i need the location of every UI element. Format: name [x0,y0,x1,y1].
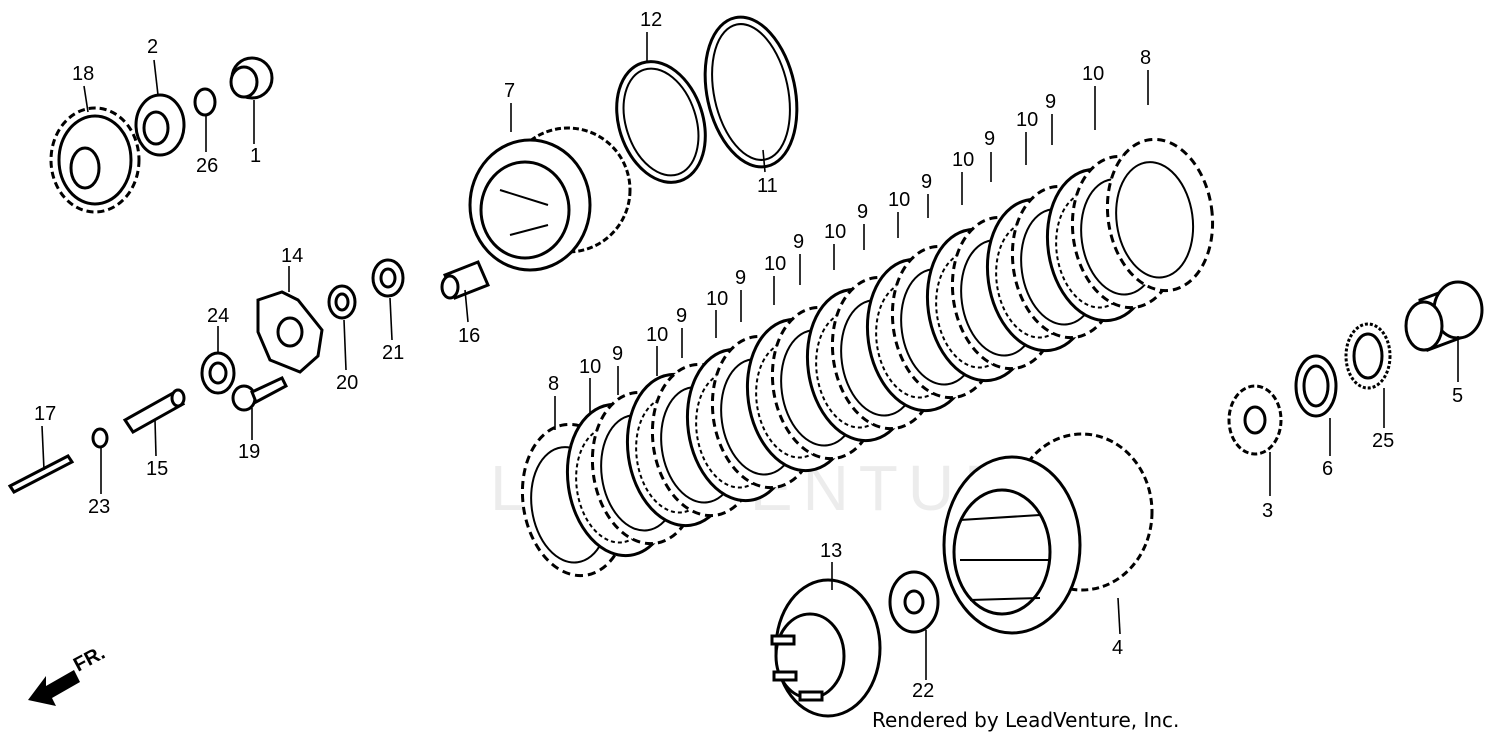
part-2-bearing[interactable] [134,93,186,157]
callout-label-17: 17 [34,403,56,425]
part-18-gear[interactable] [49,106,141,214]
callout-label-18: 18 [72,63,94,85]
callout-leader-line [1117,597,1121,635]
part-6-washer[interactable] [1294,354,1338,418]
callout-label-9: 9 [793,231,804,253]
part-1-collar[interactable] [229,56,274,100]
part-4-clutch-center[interactable] [942,432,1154,635]
part-7-clutch-outer[interactable] [468,126,632,272]
callout-label-11: 11 [757,175,778,197]
part-21-washer[interactable] [371,258,405,298]
callout-label-23: 23 [88,496,110,518]
callout-leader-line [153,59,159,96]
part-19-bolt[interactable] [231,376,288,412]
part-14-plate[interactable] [256,290,324,374]
callout-label-7: 7 [504,80,515,102]
callout-label-12: 12 [640,9,662,31]
callout-leader-line [41,425,45,471]
part-15-pin[interactable] [122,388,186,434]
callout-label-9: 9 [921,171,932,193]
callout-label-25: 25 [1372,430,1394,452]
callout-label-10: 10 [706,288,728,310]
part-23-clip[interactable] [91,427,109,449]
callout-label-13: 13 [820,540,842,562]
callout-label-10: 10 [579,356,601,378]
part-26-circlip[interactable] [193,87,217,117]
callout-label-22: 22 [912,680,934,702]
part-16-spring[interactable] [440,260,490,300]
callout-label-10: 10 [952,149,974,171]
callout-label-10: 10 [764,253,786,275]
clutch-plate-stack [520,133,1222,578]
callout-label-9: 9 [857,201,868,223]
callout-leader-line [343,319,347,371]
part-12-o-ring[interactable] [602,50,720,194]
part-24-bearing[interactable] [200,351,236,395]
callout-label-10: 10 [1016,109,1038,131]
callout-leader-line [154,419,157,457]
callout-label-8: 8 [548,373,559,395]
callout-label-5: 5 [1452,385,1463,407]
callout-label-10: 10 [824,221,846,243]
callout-leader-line [464,289,469,323]
part-11-o-ring[interactable] [692,9,810,176]
part-22-washer[interactable] [888,570,940,634]
render-credit: Rendered by LeadVenture, Inc. [872,708,1180,732]
callout-label-10: 10 [1082,63,1104,85]
callout-leader-line [83,85,89,113]
callout-label-3: 3 [1262,500,1273,522]
callout-leader-line [762,149,766,173]
callout-label-14: 14 [281,245,303,267]
callout-label-21: 21 [382,342,404,364]
part-13-pressure-plate[interactable] [770,578,882,718]
callout-label-9: 9 [984,128,995,150]
callout-label-19: 19 [238,441,260,463]
callout-label-8: 8 [1140,47,1151,69]
part-25-ring[interactable] [1344,322,1392,390]
callout-label-9: 9 [735,267,746,289]
part-5-collar[interactable] [1404,280,1484,353]
callout-label-16: 16 [458,325,480,347]
end-plate[interactable] [1098,133,1222,298]
front-direction-label: FR. [70,642,109,677]
part-17-rod[interactable] [7,454,75,494]
callout-leader-line [389,297,393,341]
callout-label-6: 6 [1322,458,1333,480]
front-direction-arrow-icon [28,670,80,706]
callout-label-24: 24 [207,305,229,327]
callout-label-10: 10 [646,324,668,346]
callout-label-20: 20 [336,372,358,394]
part-3-lock-washer[interactable] [1227,384,1283,456]
callout-label-10: 10 [888,189,910,211]
callout-label-1: 1 [250,145,261,167]
callout-label-9: 9 [612,343,623,365]
callout-label-2: 2 [147,36,158,58]
callout-label-4: 4 [1112,637,1123,659]
part-20-nut[interactable] [327,284,357,320]
callout-label-26: 26 [196,155,218,177]
callout-label-15: 15 [146,458,168,480]
callout-label-9: 9 [1045,91,1056,113]
callout-label-9: 9 [676,305,687,327]
